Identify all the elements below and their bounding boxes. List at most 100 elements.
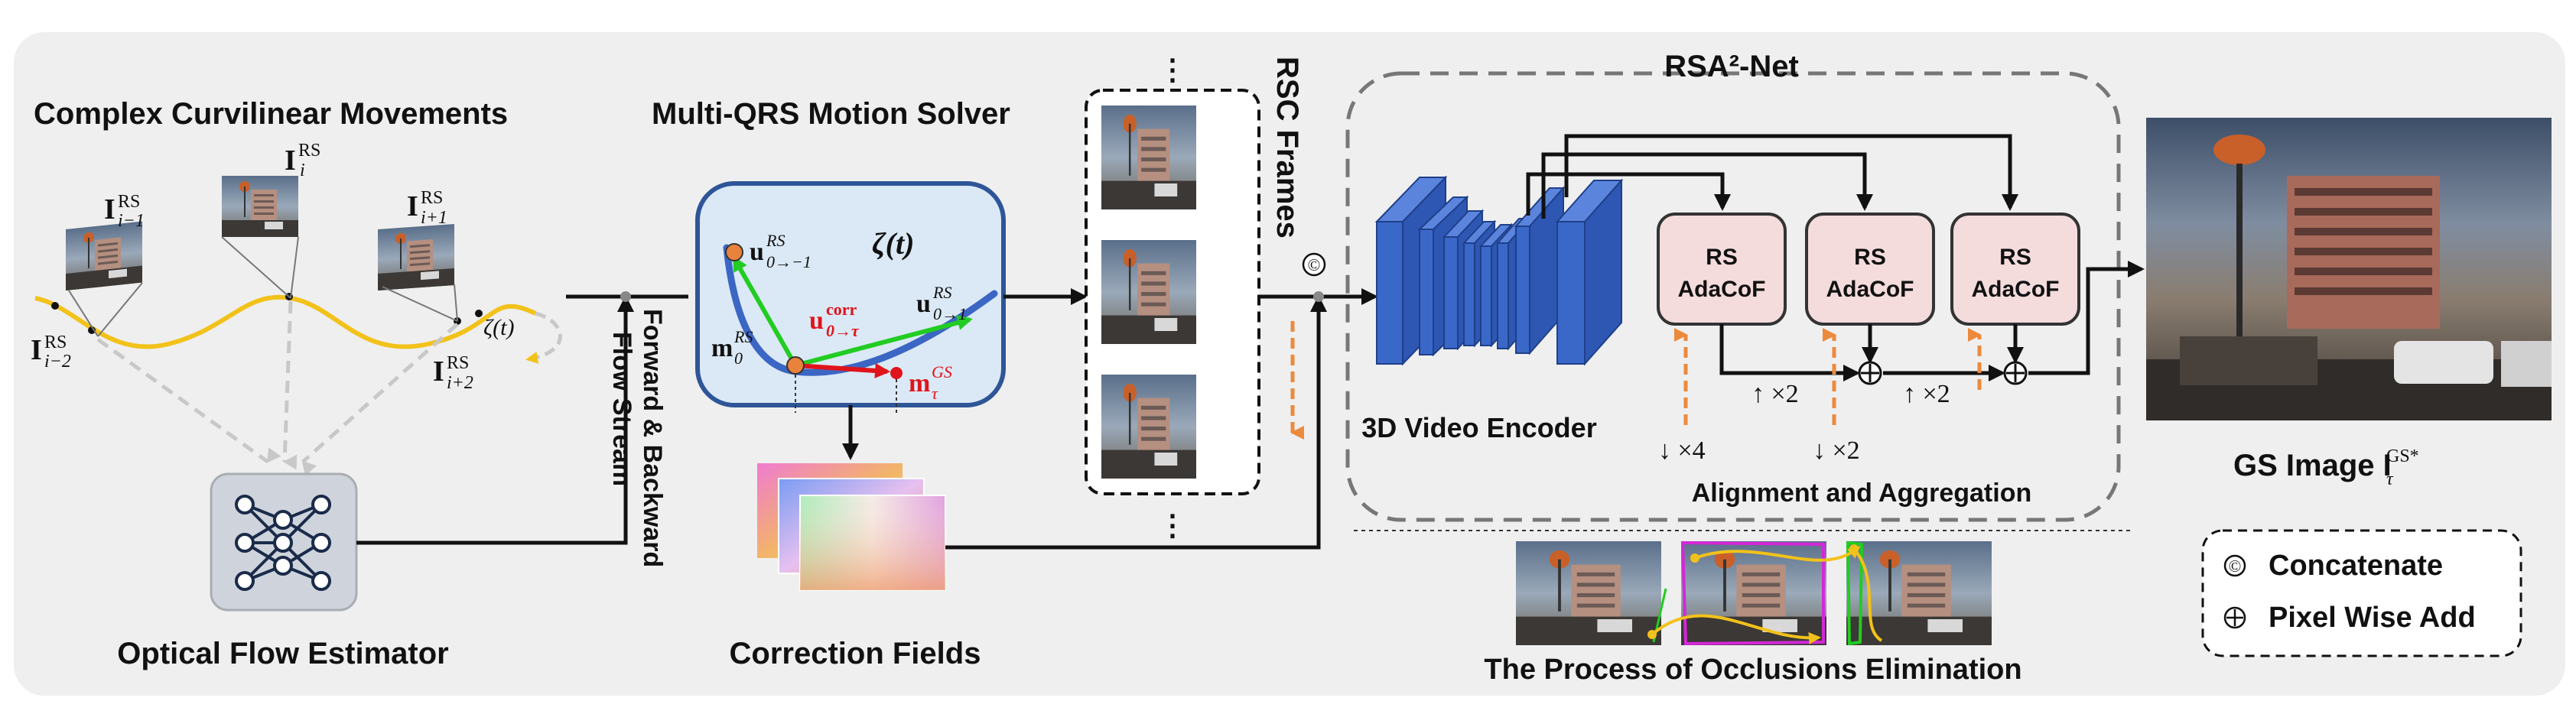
svg-text:τ: τ — [2386, 469, 2394, 489]
svg-text:RS: RS — [447, 353, 469, 373]
svg-text:GS*: GS* — [2386, 446, 2419, 466]
svg-text:RS: RS — [118, 192, 140, 212]
svg-text:Forward & Backward: Forward & Backward — [638, 309, 667, 567]
svg-text:i+1: i+1 — [421, 208, 447, 228]
label-u-fwd: u 0→1 RS — [916, 283, 967, 323]
svg-text:RS: RS — [733, 327, 753, 346]
encoder-skip-connections — [1526, 134, 2018, 219]
flow-stream-arrow — [356, 295, 634, 545]
curvilinear-title: Complex Curvilinear Movements — [34, 97, 508, 131]
svg-text:u: u — [750, 238, 764, 266]
svg-text:0: 0 — [734, 349, 743, 368]
trajectory-point — [51, 302, 59, 310]
solver-curve-label: ζ(t) — [872, 226, 914, 261]
orange-input-arrows — [1674, 328, 1982, 425]
legend-add-icon — [2223, 606, 2246, 629]
svg-text:u: u — [916, 290, 931, 318]
svg-text:RS: RS — [421, 188, 443, 208]
aggregation-path — [1719, 261, 2145, 381]
concat-junction — [1313, 291, 1324, 302]
svg-text:RS: RS — [766, 231, 785, 250]
svg-text:RS: RS — [44, 333, 67, 352]
flow-estimator-label: Optical Flow Estimator — [117, 637, 448, 670]
point-m-tau — [890, 367, 903, 379]
svg-text:0→1: 0→1 — [933, 304, 967, 323]
svg-text:τ: τ — [932, 384, 938, 403]
frames-ellipsis-bottom: ⋮ — [1158, 510, 1187, 542]
svg-text:AdaCoF: AdaCoF — [1826, 277, 1914, 302]
scale-down-4: ↓ ×4 — [1658, 437, 1706, 465]
legend-concat-label: Concatenate — [2269, 550, 2443, 582]
svg-text:I: I — [285, 144, 296, 177]
frames-ellipsis-top: ⋮ — [1158, 54, 1187, 86]
legend-concat-icon — [2223, 554, 2246, 577]
legend-add-label: Pixel Wise Add — [2269, 602, 2476, 634]
occlusion-label: The Process of Occlusions Elimination — [1484, 654, 2021, 686]
adacof-block-2: RS AdaCoF — [1805, 213, 1935, 326]
svg-text:u: u — [809, 307, 824, 335]
solver-title: Multi-QRS Motion Solver — [652, 97, 1010, 131]
adacof-block-3: RS AdaCoF — [1950, 213, 2080, 326]
svg-text:I: I — [31, 334, 42, 366]
u-back-arrow — [732, 255, 798, 367]
frame-label-i-plus-1: I RS i+1 — [407, 188, 447, 228]
svg-text:RS: RS — [1854, 245, 1886, 270]
svg-text:RS: RS — [1999, 245, 2031, 270]
scale-down-2: ↓ ×2 — [1813, 437, 1860, 465]
trajectory-label: ζ(t) — [483, 315, 514, 340]
flow-junction — [620, 291, 631, 302]
svg-text:I: I — [407, 190, 418, 222]
fields-to-net-arrow — [945, 295, 1327, 550]
rsc-frame-3 — [1101, 375, 1196, 479]
label-m0: m 0 RS — [711, 327, 753, 368]
video-encoder-blocks — [1374, 175, 1624, 366]
concat-symbol-icon — [1302, 252, 1326, 277]
neural-network-icon — [235, 495, 331, 591]
svg-text:RS: RS — [298, 141, 320, 161]
correction-fields-label: Correction Fields — [730, 637, 981, 670]
add-node-2-icon — [2003, 361, 2028, 385]
svg-text:AdaCoF: AdaCoF — [1678, 277, 1766, 302]
trajectory-point — [475, 310, 483, 317]
concat-symbol: © — [1308, 255, 1321, 274]
rsa2-net-box — [1345, 71, 2121, 522]
svg-text:RS: RS — [1706, 245, 1738, 270]
svg-text:RS: RS — [932, 283, 951, 302]
svg-text:i−1: i−1 — [118, 211, 145, 231]
legend-box — [2201, 529, 2522, 657]
frame-thumbnail — [222, 176, 298, 237]
rsc-frame-2 — [1101, 240, 1196, 344]
frame-label-i-minus-2: I RS i−2 — [31, 333, 71, 372]
svg-text:i: i — [300, 161, 305, 180]
frames-to-flow-arrows — [96, 300, 459, 476]
encoder-label: 3D Video Encoder — [1361, 412, 1596, 443]
svg-text:m: m — [711, 334, 733, 362]
solver-box — [695, 181, 1006, 407]
adacof-block-1: RS AdaCoF — [1657, 213, 1787, 326]
frame-thumbnail — [378, 224, 454, 290]
frame-label-i-minus-1: I RS i−1 — [104, 192, 145, 231]
alignment-label: Alignment and Aggregation — [1692, 479, 2032, 508]
svg-text:AdaCoF: AdaCoF — [1972, 277, 2060, 302]
point-u-back — [725, 243, 743, 261]
flow-stream-label: Forward & Backward Flow Stream — [607, 309, 667, 567]
frame-label-i: I RS i — [285, 141, 320, 180]
correction-field-3 — [799, 495, 946, 591]
svg-text:0→−1: 0→−1 — [766, 252, 812, 271]
gs-output-image — [2146, 118, 2552, 420]
svg-text:Flow Stream: Flow Stream — [607, 332, 636, 486]
rsa2-net-title: RSA²-Net — [1664, 50, 1799, 83]
svg-text:I: I — [433, 355, 444, 388]
occlusion-process-strip — [1516, 540, 1992, 646]
label-u-back: u 0→−1 RS — [750, 231, 812, 271]
u-fwd-arrow — [795, 315, 973, 368]
scale-up-2-b: ↑ ×2 — [1903, 380, 1950, 408]
svg-text:GS Image I: GS Image I — [2233, 449, 2392, 482]
rsc-frames-label: RSC Frames — [1270, 57, 1304, 239]
gs-image-label: GS Image I τ GS* — [2233, 446, 2419, 489]
frame-label-i-plus-2: I RS i+2 — [433, 353, 473, 393]
svg-text:GS: GS — [932, 362, 952, 381]
trajectory-tail — [525, 311, 562, 364]
rsc-frame-1 — [1101, 105, 1196, 209]
